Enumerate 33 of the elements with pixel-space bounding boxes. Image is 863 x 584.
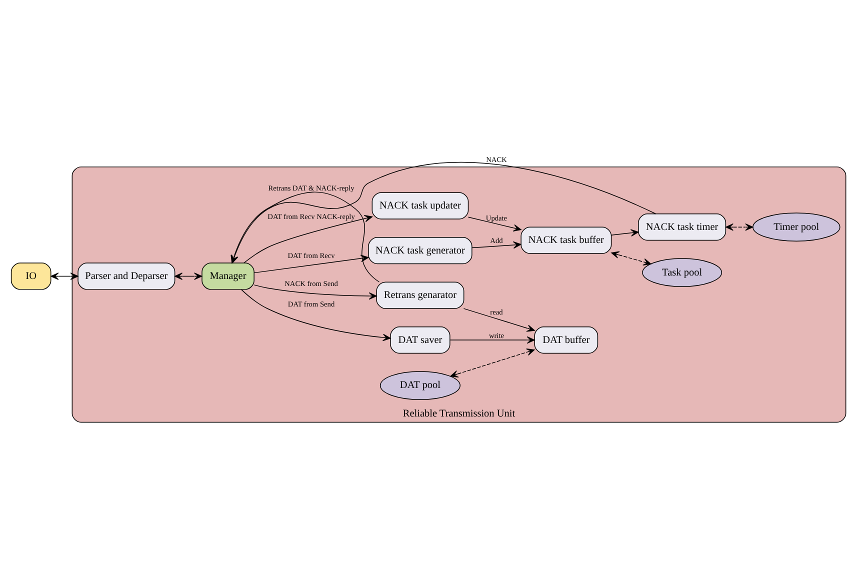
arrow bbox=[725, 223, 754, 231]
arrow bbox=[463, 308, 535, 332]
node-box: NACK task generator bbox=[368, 236, 472, 264]
node-box: NACK task timer bbox=[638, 214, 726, 241]
node-ellipse: Timer pool bbox=[752, 212, 840, 242]
edge-label: DAT from Recv bbox=[288, 250, 335, 260]
arrow bbox=[50, 272, 78, 280]
edge-label: Add bbox=[490, 236, 503, 246]
node-box: NACK task updater bbox=[372, 192, 469, 220]
arrow bbox=[254, 284, 377, 300]
node-box: NACK task buffer bbox=[520, 226, 612, 254]
edge-label: NACK from Send bbox=[284, 278, 338, 288]
edge-label: DAT from Send bbox=[288, 299, 335, 308]
node-box: DAT buffer bbox=[534, 326, 598, 354]
arrow bbox=[472, 241, 522, 249]
arrow bbox=[611, 251, 652, 266]
arrow bbox=[611, 229, 639, 237]
edge-label: Update bbox=[486, 213, 508, 222]
node-box: Parser and Deparser bbox=[78, 262, 176, 290]
arrow bbox=[174, 272, 202, 280]
edge-label: write bbox=[488, 330, 504, 340]
node-box: IO bbox=[10, 262, 52, 290]
arrow bbox=[241, 289, 391, 342]
node-box: Retrans genarator bbox=[376, 282, 464, 309]
arrow bbox=[450, 336, 535, 344]
edge-label: read bbox=[490, 307, 503, 316]
edge-label: NACK bbox=[486, 154, 507, 164]
edge-label: Retrans DAT & NACK-reply bbox=[268, 183, 354, 192]
arrow bbox=[450, 348, 535, 378]
node-box: Manager bbox=[202, 262, 254, 290]
edge-label: DAT from Recv NACK-reply bbox=[268, 212, 355, 222]
node-box: DAT saver bbox=[390, 326, 450, 354]
arrow bbox=[468, 216, 522, 232]
